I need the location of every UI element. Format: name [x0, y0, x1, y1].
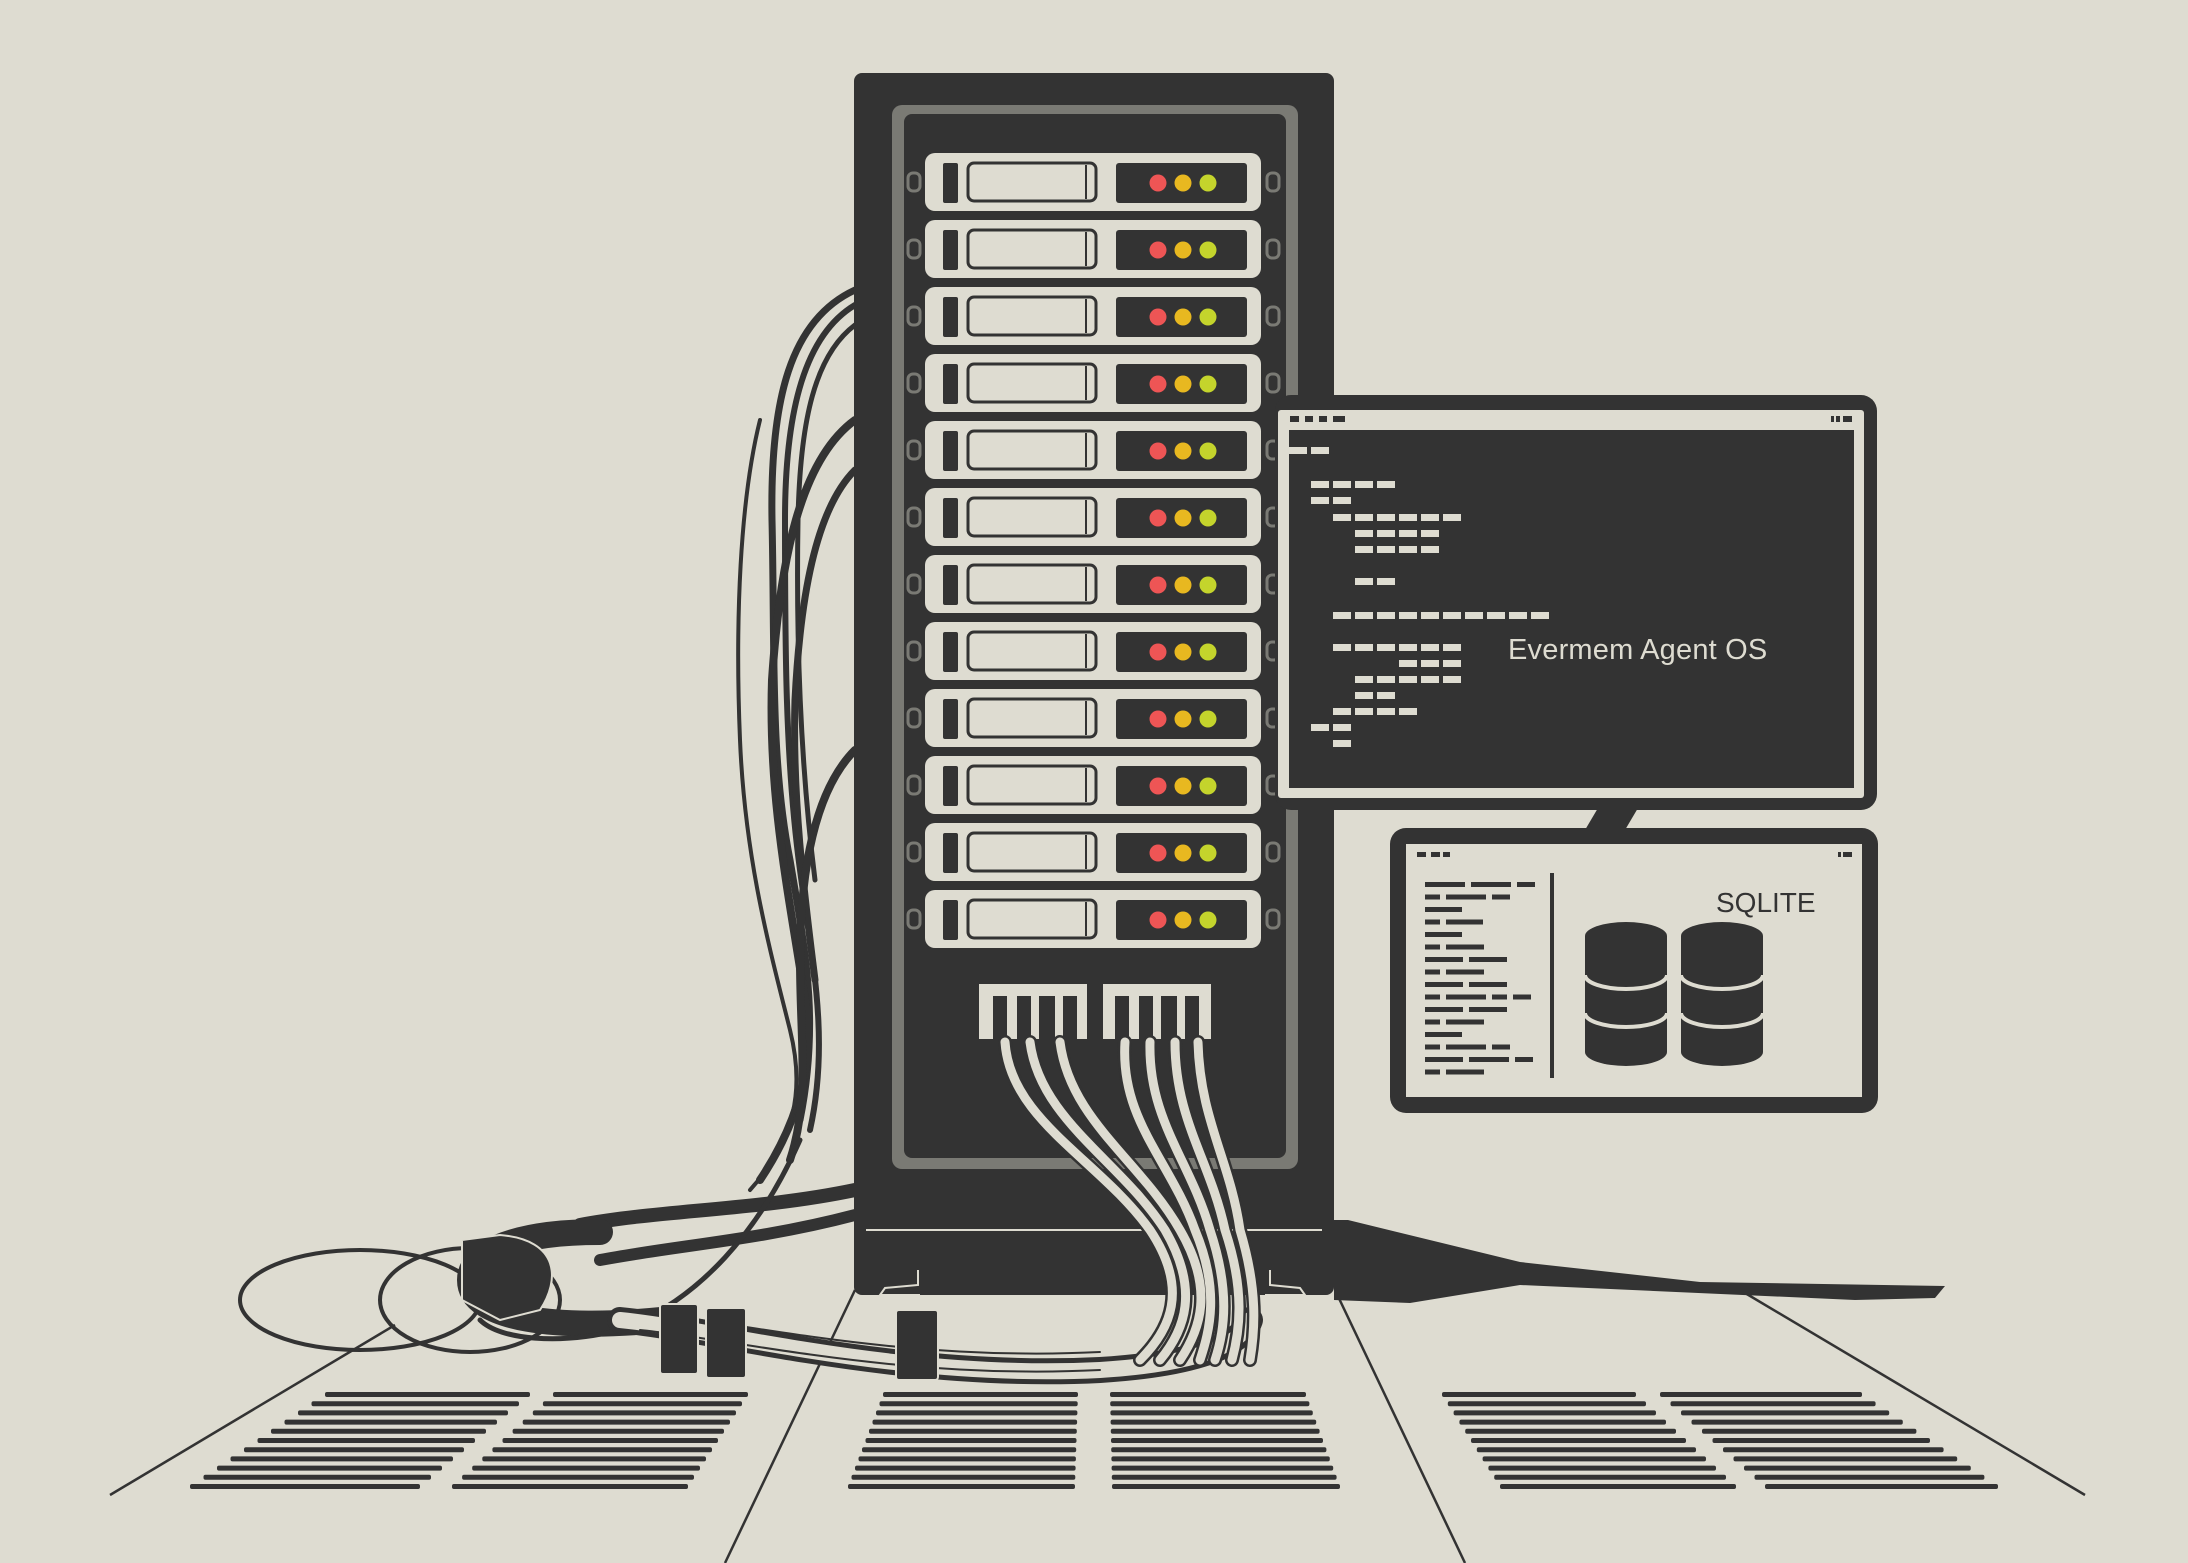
cable-clips	[461, 1233, 939, 1381]
database-label: SQLITE	[1716, 887, 1816, 918]
status-led-icon	[1199, 911, 1217, 929]
floor-vents	[190, 1392, 1998, 1489]
rack-shadow	[1334, 1220, 1945, 1303]
status-led-icon	[1174, 509, 1192, 527]
status-led-icon	[1199, 844, 1217, 862]
status-led-icon	[1174, 375, 1192, 393]
server-unit	[906, 488, 1281, 546]
status-led-icon	[1199, 643, 1217, 661]
server-unit	[906, 689, 1281, 747]
status-led-icon	[1199, 777, 1217, 795]
status-led-icon	[1199, 442, 1217, 460]
status-led-icon	[1174, 241, 1192, 259]
database-monitor	[1390, 828, 1878, 1113]
left-cables	[573, 286, 862, 1266]
status-led-icon	[1199, 174, 1217, 192]
floor-lines	[109, 1288, 2086, 1563]
server-unit	[906, 823, 1281, 881]
server-unit	[906, 622, 1281, 680]
database-icon	[1583, 922, 1765, 1066]
terminal-monitor	[1275, 395, 1877, 810]
status-led-icon	[1149, 710, 1167, 728]
status-led-icon	[1149, 442, 1167, 460]
status-led-icon	[1199, 710, 1217, 728]
status-led-icon	[1199, 308, 1217, 326]
status-led-icon	[1174, 174, 1192, 192]
status-led-icon	[1149, 375, 1167, 393]
status-led-icon	[1174, 643, 1192, 661]
server-unit	[906, 153, 1281, 211]
server-unit	[906, 287, 1281, 345]
server-unit	[906, 890, 1281, 948]
connector-blocks	[977, 982, 1213, 1041]
status-led-icon	[1149, 174, 1167, 192]
window-controls-icon	[1417, 852, 1852, 857]
status-led-icon	[1149, 777, 1167, 795]
status-led-icon	[1174, 844, 1192, 862]
status-led-icon	[1149, 509, 1167, 527]
server-unit	[906, 555, 1281, 613]
server-units	[906, 153, 1281, 948]
status-led-icon	[1149, 576, 1167, 594]
status-led-icon	[1174, 576, 1192, 594]
server-unit	[906, 756, 1281, 814]
status-led-icon	[1199, 509, 1217, 527]
status-led-icon	[1199, 576, 1217, 594]
status-led-icon	[1199, 375, 1217, 393]
schema-lines	[1425, 882, 1535, 1075]
window-controls-icon	[1290, 416, 1852, 422]
os-title-text: Evermem Agent OS	[1508, 634, 1768, 666]
status-led-icon	[1149, 844, 1167, 862]
status-led-icon	[1174, 710, 1192, 728]
status-led-icon	[1199, 241, 1217, 259]
server-unit	[906, 220, 1281, 278]
server-unit	[906, 354, 1281, 412]
status-led-icon	[1174, 911, 1192, 929]
status-led-icon	[1149, 308, 1167, 326]
status-led-icon	[1149, 241, 1167, 259]
status-led-icon	[1174, 308, 1192, 326]
monitor-stand	[1585, 808, 1638, 830]
server-unit	[906, 421, 1281, 479]
status-led-icon	[1174, 777, 1192, 795]
status-led-icon	[1174, 442, 1192, 460]
rack-cables	[998, 1035, 1261, 1367]
status-led-icon	[1149, 911, 1167, 929]
terminal-code-lines	[1289, 447, 1549, 747]
status-led-icon	[1149, 643, 1167, 661]
